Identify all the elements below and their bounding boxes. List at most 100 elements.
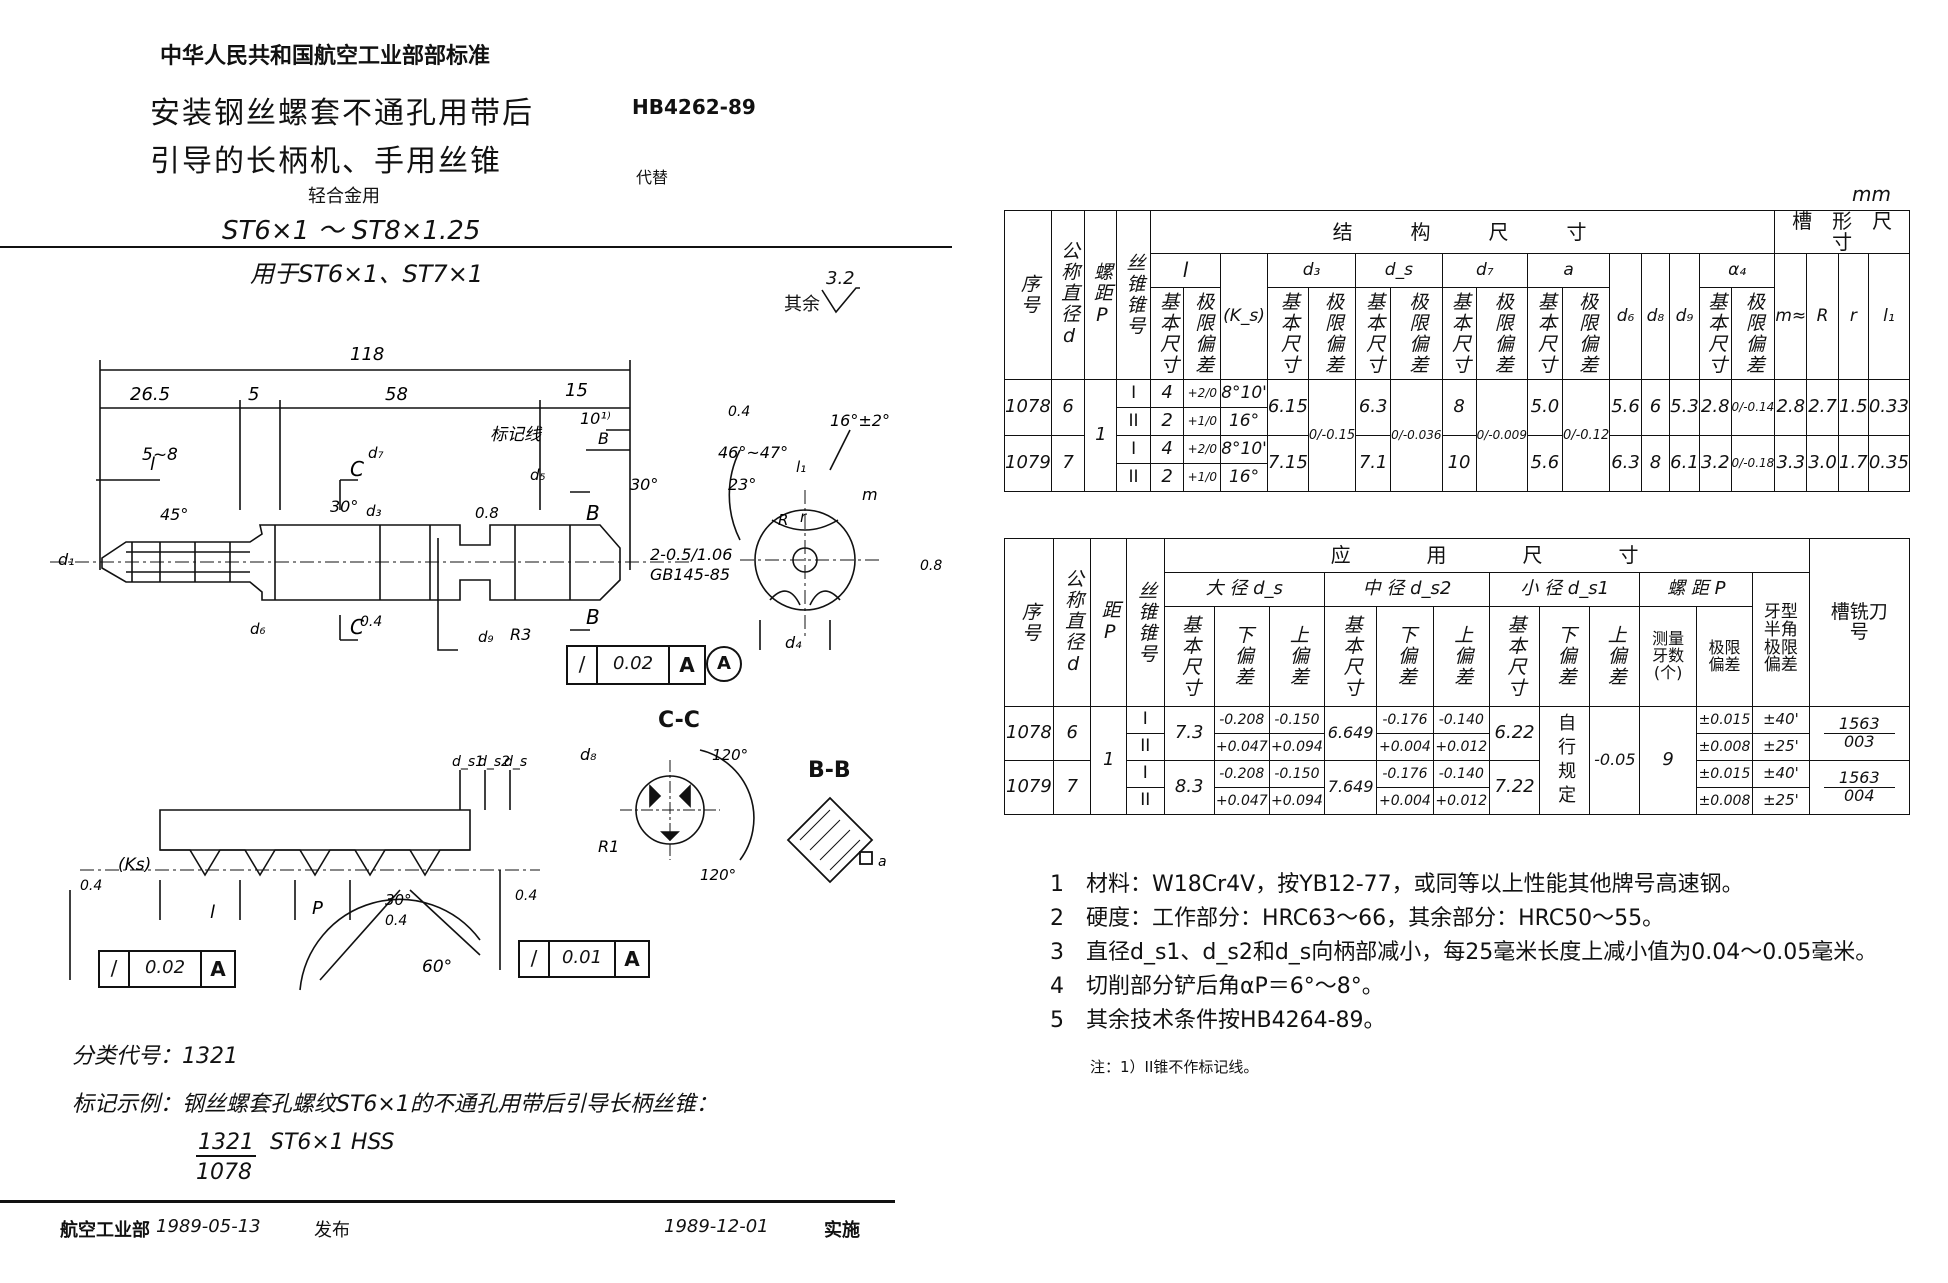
t2-minlo: 自行规定 <box>1539 706 1591 815</box>
t1-group-slot: 槽 形 尺 寸 <box>1774 210 1910 254</box>
t1-r2-d8: 8 <box>1640 435 1671 492</box>
t2-min-base: 基本尺寸 <box>1489 606 1541 707</box>
thread-profile-view: (Ks) l P 30° 0.4 0.4 0.4 60° d_s1 d_s2 d… <box>69 754 540 991</box>
t1-r2-l1c: 0.35 <box>1867 435 1911 492</box>
t1-adev: 0/-0.12 <box>1561 379 1611 492</box>
dim-10: 10¹⁾ <box>580 409 611 428</box>
radius-r1: R1 <box>598 837 619 856</box>
label-l-thread: l <box>210 902 215 923</box>
dim-l: l <box>150 454 155 475</box>
t1-a-dev: 极限偏差 <box>1561 287 1611 380</box>
tolerance-value: 0.02 <box>598 647 670 683</box>
label-r-lower: r <box>800 508 807 526</box>
footnote: 注：1）II锥不作标记线。 <box>1090 1058 1259 1076</box>
t1-p-shared: 1 <box>1084 379 1118 492</box>
t2-col-major: 大 径 d_s <box>1163 572 1326 607</box>
t1-r2-d7: 10 <box>1441 435 1477 492</box>
t2-col-d: 公称直径d <box>1052 538 1092 707</box>
mark-example: 标记示例：钢丝螺套孔螺纹ST6×1的不通孔用带后引导长柄丝锥： <box>72 1092 718 1117</box>
t1-col-d8: d₈ <box>1640 253 1671 380</box>
t2-col-grade: 丝锥锥号 <box>1125 538 1165 707</box>
t2-r1-majlo1: -0.208 <box>1213 706 1270 734</box>
t2-r1-majup2: +0.094 <box>1268 733 1326 761</box>
runout-icon-2: / <box>100 952 130 986</box>
applies-to: 用于ST6×1、ST7×1 <box>250 260 484 288</box>
t2-r2-midup1: -0.140 <box>1432 760 1491 788</box>
t1-r1-d9: 5.3 <box>1669 379 1700 436</box>
section-cc-title: C-C <box>658 708 700 733</box>
tolerance-value-2: 0.02 <box>130 952 202 986</box>
section-bb-title: B-B <box>808 758 851 783</box>
t1-r1-m: 2.8 <box>1774 379 1808 436</box>
t2-r2-g1: I <box>1125 760 1165 788</box>
t2-r1-g2: II <box>1125 733 1165 761</box>
t2-col-minor: 小 径 d_s1 <box>1489 572 1641 607</box>
t1-r1-rr: 2.7 <box>1806 379 1839 436</box>
t2-col-half: 牙型半角极限偏差 <box>1752 572 1810 707</box>
datum-circle: A <box>706 646 742 682</box>
t1-r2-a: 5.6 <box>1526 435 1563 492</box>
implement-label: 实施 <box>824 1220 860 1241</box>
title-line-2: 引导的长柄机、手用丝锥 <box>150 144 502 179</box>
t2-r1-maj: 7.3 <box>1163 706 1215 761</box>
t1-r1-r: 1.5 <box>1837 379 1869 436</box>
t1-d3-dev: 极限偏差 <box>1307 287 1357 380</box>
t1-r2-a4: 3.2 <box>1698 435 1732 492</box>
t1-r1-d: 6 <box>1050 379 1086 436</box>
t2-r1-min: 6.22 <box>1489 706 1541 761</box>
t1-col-l1: l₁ <box>1867 253 1911 380</box>
t1-r2-d3: 7.15 <box>1266 435 1309 492</box>
table-row: II 2 +1/0 16° <box>1005 407 1910 436</box>
runout-icon: / <box>568 647 598 683</box>
t2-r1-midlo1: -0.176 <box>1376 706 1434 734</box>
datum-ref-2: A <box>210 957 226 981</box>
t1-r2-ks1: 8°10' <box>1220 435 1268 464</box>
t1-ds-base: 基本尺寸 <box>1355 287 1392 380</box>
issue-label: 发布 <box>314 1220 350 1241</box>
label-d6: d₆ <box>250 620 266 638</box>
t1-d3dev: 0/-0.15 <box>1307 379 1357 492</box>
t2-r2-pd1: ±0.015 <box>1695 760 1754 788</box>
t1-r1-d8: 6 <box>1640 379 1671 436</box>
roughness-0-4-b: 0.4 <box>728 404 750 420</box>
t2-meas-count: 9 <box>1639 706 1697 815</box>
t1-r2-ks2: 16° <box>1220 463 1268 492</box>
mark-text: ST6×1 HSS <box>270 1130 395 1155</box>
t1-a-base: 基本尺寸 <box>1526 287 1563 380</box>
t2-r2-midlo2: +0.004 <box>1376 787 1434 815</box>
structure-table: 序号 公称直径d 螺距P 丝锥锥号 结 构 尺 寸 槽 形 尺 寸 l (K_s… <box>1004 210 1911 492</box>
note-4: 4 切削部分铲后角αP＝6°～8°。 <box>1050 974 1384 999</box>
t1-r2-l1: 4 <box>1149 435 1185 464</box>
t2-mid-upper: 上偏差 <box>1432 606 1491 707</box>
label-ks: (Ks) <box>118 855 151 875</box>
t2-r1-midup1: -0.140 <box>1432 706 1491 734</box>
t1-col-d7: d₇ <box>1441 253 1528 288</box>
t1-col-r-lower: r <box>1837 253 1869 380</box>
class-code: 分类代号：1321 <box>72 1044 238 1069</box>
tolerance-frame-main: / 0.02 A <box>566 645 706 685</box>
t2-r1-cutter: 1563 003 <box>1808 706 1911 761</box>
note-1: 1 材料：W18Cr4V，按YB12-77，或同等以上性能其他牌号高速钢。 <box>1050 872 1744 897</box>
t2-r2-pd2: ±0.008 <box>1695 787 1754 815</box>
t2-r2-majup1: -0.150 <box>1268 760 1326 788</box>
note-5: 5 其余技术条件按HB4264-89。 <box>1050 1008 1386 1033</box>
t1-r1-d6: 5.6 <box>1609 379 1642 436</box>
t1-group-struct: 结 构 尺 寸 <box>1149 210 1776 254</box>
t1-r2-d9: 6.1 <box>1669 435 1700 492</box>
roughness-value: 3.2 <box>826 268 855 289</box>
t2-r2-cut-den: 004 <box>1844 786 1875 805</box>
roughness-symbol-icon <box>821 287 860 314</box>
radius-r3: R3 <box>510 625 531 644</box>
t2-p-shared: 1 <box>1090 706 1127 815</box>
issuer: 航空工业部 <box>60 1220 150 1241</box>
implement-date: 1989-12-01 <box>664 1216 769 1237</box>
t1-d7-dev: 极限偏差 <box>1475 287 1528 380</box>
t1-r1-ks2: 16° <box>1220 407 1268 436</box>
t2-min-upper: 上偏差 <box>1589 606 1641 707</box>
t1-col-ds: d_s <box>1355 253 1443 288</box>
chamfer-label: 2-0.5/1.06 <box>650 545 732 564</box>
t2-r2-no: 1079 <box>1004 760 1054 815</box>
section-b-top: B <box>586 501 600 525</box>
tolerance-value-3: 0.01 <box>550 942 616 976</box>
t1-r2-ld1: +2/0 <box>1183 435 1222 464</box>
